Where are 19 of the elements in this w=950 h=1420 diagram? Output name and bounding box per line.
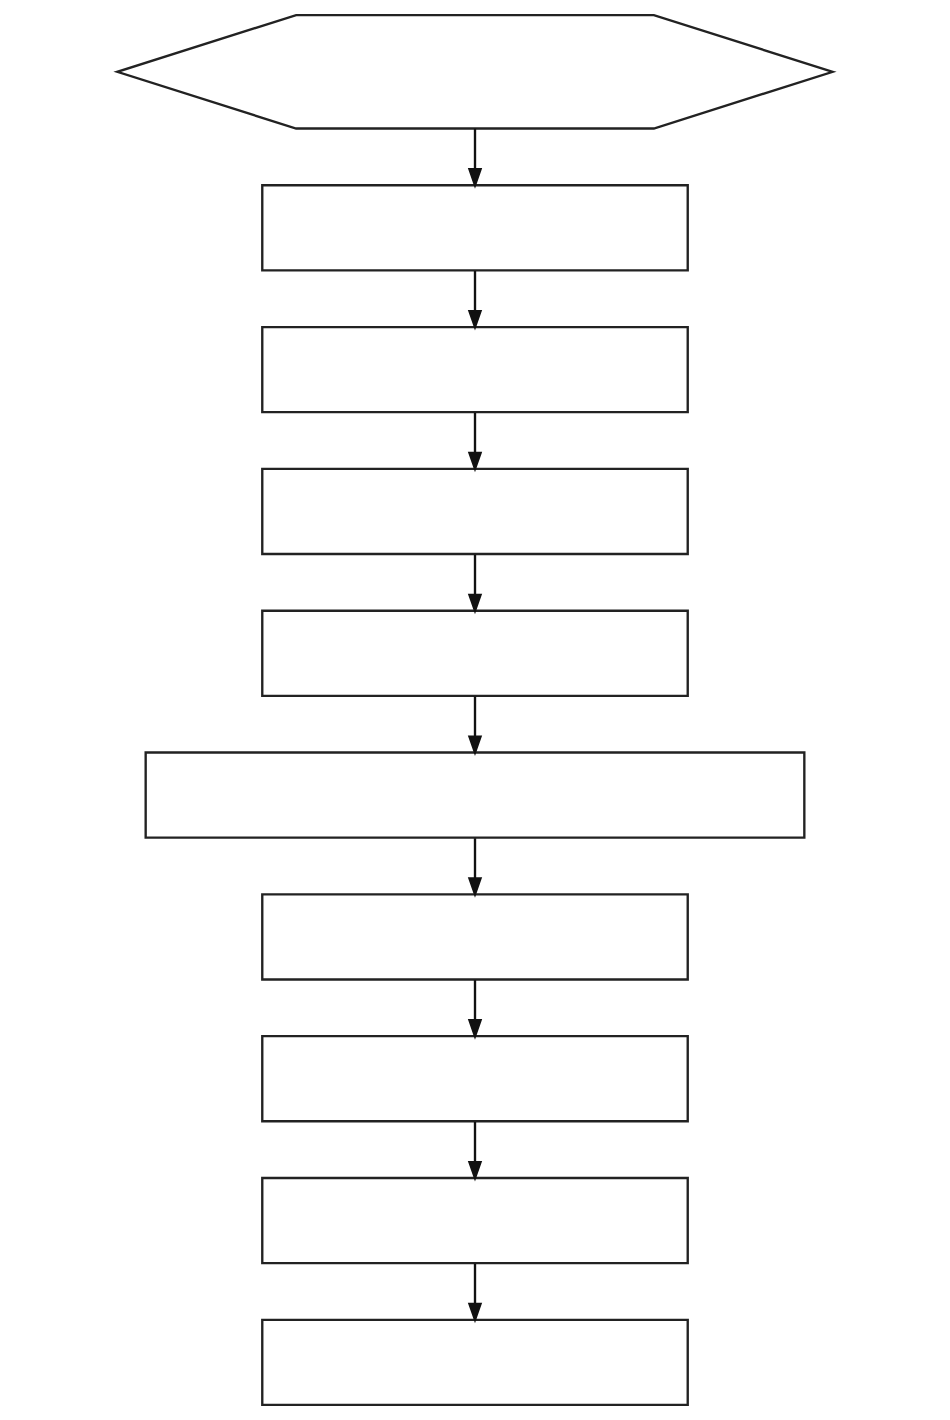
node-box (261, 184, 689, 272)
arrow (467, 838, 483, 898)
node-box (144, 751, 806, 839)
node-box (261, 1176, 689, 1265)
node-box (261, 1035, 689, 1123)
node-box (261, 893, 689, 981)
arrow (467, 980, 483, 1040)
arrow (467, 412, 483, 473)
arrow (467, 696, 483, 756)
node-hexagon (113, 13, 837, 130)
arrow (467, 1263, 483, 1324)
node-box (261, 609, 689, 697)
arrow (467, 271, 483, 331)
node-box (261, 467, 689, 556)
node-box (261, 325, 689, 414)
arrow (467, 554, 483, 615)
arrow (467, 128, 483, 189)
node-box (261, 1318, 689, 1407)
arrow (467, 1121, 483, 1182)
